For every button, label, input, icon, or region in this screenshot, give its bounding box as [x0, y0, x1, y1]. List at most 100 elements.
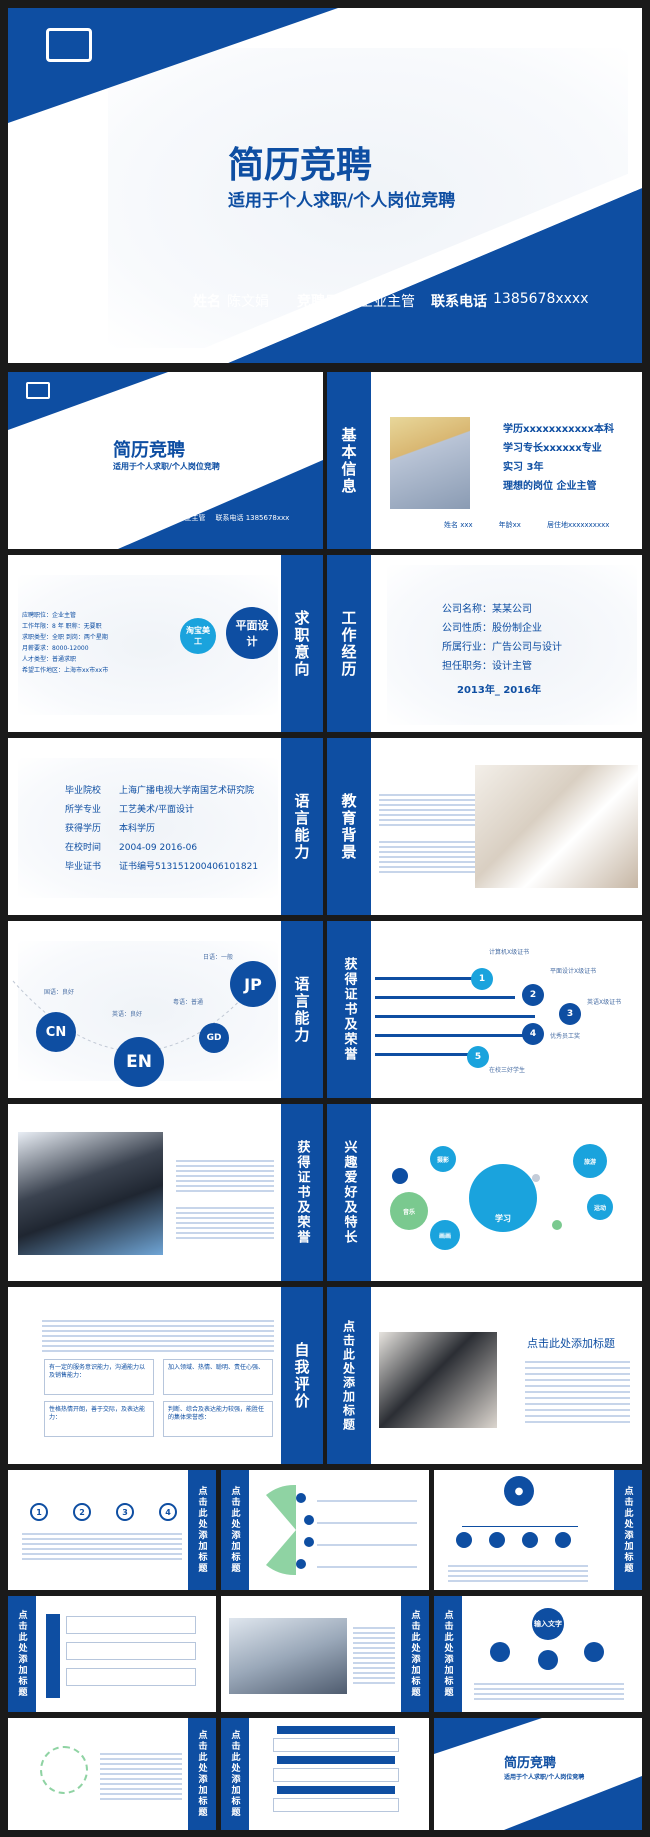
mini-phone: 联系电话 1385678xxx: [215, 514, 290, 522]
org-node: [522, 1532, 538, 1548]
work-line: 公司名称：某某公司: [442, 604, 532, 615]
job-row: 应聘职位：企业主管: [22, 612, 77, 619]
certs2-slide: 获得证书及荣誉: [8, 1104, 323, 1281]
edu-row: 毕业证书证书编号513151200406101821: [65, 862, 259, 872]
decor-dot: [552, 1220, 562, 1230]
bars-item: [277, 1786, 395, 1794]
hub-node: [490, 1642, 510, 1662]
certs2-text-1: [176, 1157, 274, 1193]
cover-subtitle: 适用于个人求职/个人岗位竞聘: [228, 191, 456, 211]
work-exp-band: 工作经历: [327, 555, 371, 732]
list-band: 点击此处添加标题: [8, 1596, 36, 1712]
circle-slide: 点击此处添加标题: [8, 1718, 216, 1830]
cert-label: 优秀员工奖: [550, 1033, 581, 1040]
end-diagonal-shapes: [434, 1718, 642, 1830]
lang-gd-circle: GD: [199, 1023, 229, 1053]
edu-bg-slide: 教育背景: [327, 738, 642, 915]
edu-bg-text-1: [379, 791, 479, 827]
footer-residence: 居住地xxxxxxxxxx: [546, 521, 610, 529]
education-slide: 语言能力 毕业院校上海广播电视大学南国艺术研究院 所学专业工艺美术/平面设计 获…: [8, 738, 323, 915]
mini-name: 姓名 陈文娟: [100, 514, 138, 522]
decor-dot: [392, 1168, 408, 1184]
template-band: 点击此处添加标题: [401, 1596, 429, 1712]
cert-line: [375, 1015, 535, 1018]
edu-row: 获得学历本科学历: [65, 824, 156, 834]
hobby-music: 音乐: [390, 1192, 428, 1230]
self-eval-band: 自我评价: [281, 1287, 323, 1464]
target-label: 竞聘目标: [297, 294, 353, 310]
education-band: 语言能力: [281, 738, 323, 915]
mini-title: 简历竞聘: [113, 440, 185, 461]
job-intent-list: 应聘职位：企业主管 工作年限：8 年 职称：无要职 求职类型：全职 到岗：两个星…: [22, 610, 108, 676]
job-row: 求职类型：全职 到岗：两个星期: [22, 634, 108, 641]
template-text: [353, 1624, 395, 1684]
list-row: [66, 1642, 196, 1660]
education-table: 毕业院校上海广播电视大学南国艺术研究院 所学专业工艺美术/平面设计 获得学历本科…: [65, 782, 258, 877]
info-line-major: 学习专长xxxxxx专业: [503, 443, 602, 454]
cover-diagonal-shapes: [8, 8, 642, 363]
certs2-text-2: [176, 1204, 274, 1240]
work-exp-slide: 工作经历 公司名称：某某公司 公司性质：股份制企业 所属行业：广告公司与设计 担…: [327, 555, 642, 732]
circle-band: 点击此处添加标题: [188, 1718, 216, 1830]
bars-box: [273, 1798, 399, 1812]
eval-box: 加入领域、热情、聪明、责任心强、: [163, 1359, 273, 1395]
org-node: [489, 1532, 505, 1548]
job-row: 工作年限：8 年 职称：无要职: [22, 623, 102, 630]
lang-cn-circle: CN: [36, 1012, 76, 1052]
inbox-icon: [46, 28, 92, 62]
lang-jp-label: 日语：一般: [203, 954, 234, 961]
world-map-bg: [387, 565, 637, 725]
cert-line: [375, 1034, 525, 1037]
hub-band: 点击此处添加标题: [434, 1596, 462, 1712]
hobby-travel: 旅游: [573, 1144, 607, 1178]
title-slide: 点击此处添加标题 点击此处添加标题: [327, 1287, 642, 1464]
end-subtitle: 适用于个人求职/个人岗位竞聘: [504, 1774, 585, 1781]
profile-photo: [390, 417, 470, 509]
mini-subtitle: 适用于个人求职/个人岗位竞聘: [113, 462, 220, 471]
cert-num-1: 1: [471, 968, 493, 990]
footer-age: 年龄xx: [498, 521, 521, 529]
cover-info: 姓名 陈文娟 竞聘目标 企业主管 联系电话 1385678xxxx: [193, 291, 589, 311]
hobby-draw: 画画: [430, 1220, 460, 1250]
phone-value: 1385678xxxx: [493, 291, 589, 307]
cert-label: 在校三好学生: [489, 1067, 526, 1074]
footer-name: 姓名 xxx: [444, 521, 473, 529]
edu-row: 毕业院校上海广播电视大学南国艺术研究院: [65, 786, 255, 796]
target-value: 企业主管: [359, 294, 415, 310]
bars-item: [277, 1726, 395, 1734]
info-line-internship: 实习 3年: [503, 462, 544, 473]
hub-text: [474, 1680, 624, 1702]
phone-label: 联系电话: [431, 294, 487, 310]
hub-node: [538, 1650, 558, 1670]
work-period: 2013年_ 2016年: [457, 685, 542, 696]
basic-info-lines: 学历xxxxxxxxxxx本科 学习专长xxxxxx专业 实习 3年 理想的岗位…: [503, 420, 614, 496]
cert-line: [375, 996, 515, 999]
businessman-photo: [18, 1132, 163, 1255]
org-node: [456, 1532, 472, 1548]
bars-item: [277, 1756, 395, 1764]
language-slide: 语言能力 CN 国语：良好 EN 英语：良好 GD 粤语：普通 JP 日语：一般: [8, 921, 323, 1098]
mini-target: 竞聘目标 企业主管: [147, 514, 206, 522]
hub-slide: 点击此处添加标题 输入文字: [434, 1596, 642, 1712]
fan-chart: [266, 1484, 314, 1576]
cover-slide: 简历竞聘 适用于个人求职/个人岗位竞聘 姓名 陈文娟 竞聘目标 企业主管 联系电…: [8, 8, 642, 363]
title-text: [525, 1357, 630, 1423]
cert-num-3: 3: [559, 1003, 581, 1025]
step-3: 3: [116, 1503, 134, 1521]
step-1: 1: [30, 1503, 48, 1521]
work-line: 所属行业：广告公司与设计: [442, 642, 562, 653]
step-2: 2: [73, 1503, 91, 1521]
mini-inbox-icon: [26, 382, 50, 399]
job-row: 希望工作地区：上海市xx市xx市: [22, 667, 109, 674]
title-heading: 点击此处添加标题: [527, 1337, 615, 1350]
language-band: 语言能力: [281, 921, 323, 1098]
language-arc: [12, 980, 259, 1052]
bubble-graphic-design: 平面设计: [226, 607, 278, 659]
template-slide: 点击此处添加标题: [221, 1596, 429, 1712]
lang-cn-label: 国语：良好: [44, 989, 75, 996]
lang-en-circle: EN: [114, 1037, 164, 1087]
name-value: 陈文娟: [227, 294, 269, 310]
bars-slide: 点击此处添加标题: [221, 1718, 429, 1830]
bars-band: 点击此处添加标题: [221, 1718, 249, 1830]
